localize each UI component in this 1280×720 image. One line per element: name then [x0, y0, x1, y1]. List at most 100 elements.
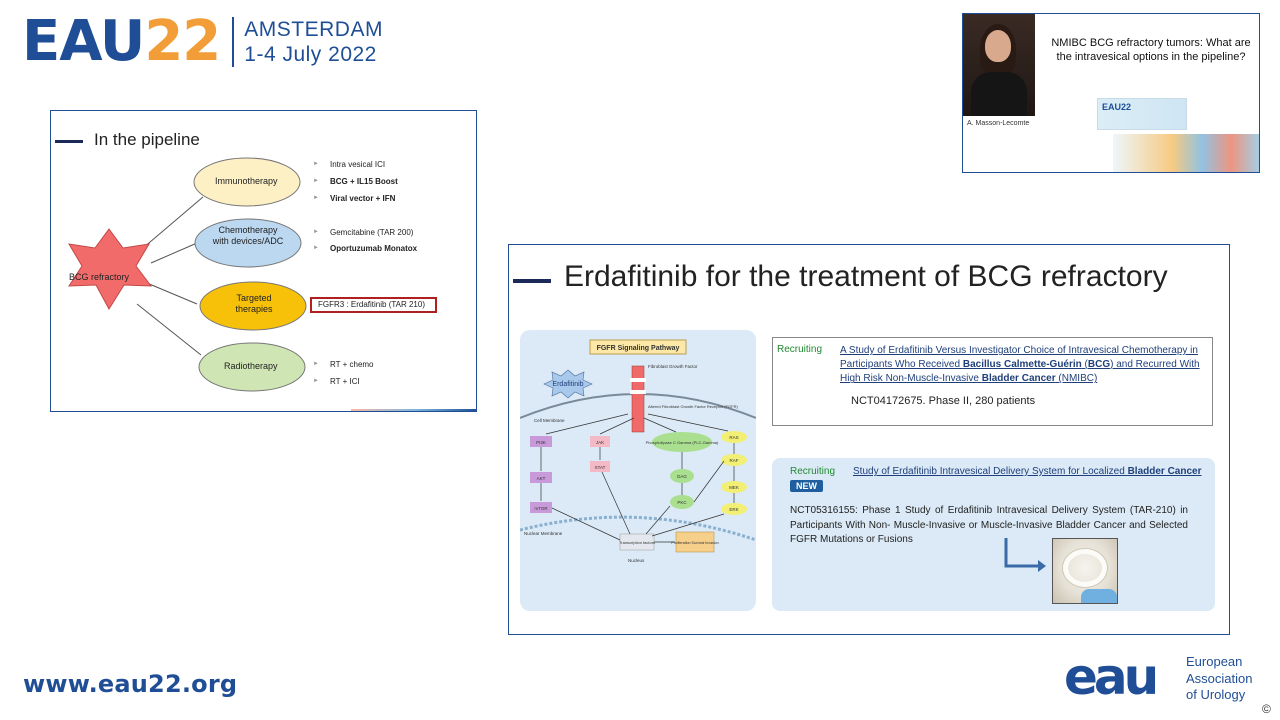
bullet-arrow-icon: ► — [313, 161, 319, 167]
thumbnail-slide-title: NMIBC BCG refractory tumors: What are th… — [1051, 37, 1251, 64]
chemo-item: Gemcitabine (TAR 200) — [330, 228, 414, 237]
bullet-arrow-icon: ► — [313, 361, 319, 367]
targeted-item-highlight: FGFR3 : Erdafitinib (TAR 210) — [310, 297, 437, 313]
jak-node — [590, 436, 610, 447]
proliferation-label: Proliferation Survival Invasion — [671, 541, 718, 545]
receptor-stripe — [630, 378, 646, 382]
trial-title-text: ( — [1081, 359, 1088, 371]
trial-nct-info: NCT04172675. Phase II, 280 patients — [851, 395, 1036, 407]
org-name-line: of Urology — [1186, 687, 1246, 702]
connector-targeted — [146, 282, 198, 305]
receptor-label: Altered Fibroblast Growth Factor Recepto… — [648, 404, 738, 409]
raf-node — [721, 454, 747, 466]
jak-label: JAK — [596, 440, 604, 445]
dag-label: DAG — [677, 474, 687, 479]
immuno-item: Viral vector + IFN — [330, 194, 396, 203]
trial-title-link[interactable]: Study of Erdafitinib Intravesical Delive… — [853, 466, 1201, 477]
eau-logo-text: eau — [1064, 652, 1156, 704]
proliferation-node — [675, 531, 715, 553]
mtor-label: mTOR — [534, 506, 548, 511]
targeted-therapies-ellipse — [199, 281, 307, 331]
erdafitinib-burst — [543, 369, 593, 399]
immunotherapy-ellipse — [193, 157, 301, 207]
new-badge: NEW — [790, 480, 823, 492]
thumbnail-illustration — [1113, 134, 1259, 172]
akt-label: AKT — [537, 476, 546, 481]
bcg-refractory-star — [68, 228, 153, 310]
pathway-title: FGFR Signaling Pathway — [597, 345, 680, 352]
radio-item: RT + ICI — [330, 377, 360, 386]
erdafitinib-label: Erdafitinib — [552, 381, 583, 388]
bullet-arrow-icon: ► — [313, 229, 319, 235]
raf-label: RAF — [730, 458, 739, 463]
nucleus-label: Nucleus — [628, 558, 645, 563]
title-dash — [55, 140, 83, 143]
category-chemotherapy: Chemotherapy with devices/ADC — [212, 225, 284, 247]
bullet-arrow-icon: ► — [313, 378, 319, 384]
category-immunotherapy: Immunotherapy — [215, 176, 278, 186]
pathway-arrows — [540, 413, 735, 543]
speaker-video-thumbnail[interactable]: A. Masson-Lecomte NMIBC BCG refractory t… — [962, 13, 1260, 173]
trial-title-link[interactable]: A Study of Erdafitinib Versus Investigat… — [840, 344, 1208, 387]
receptor-stripe — [630, 390, 646, 394]
logo-separator — [232, 17, 235, 67]
org-name-line: Association — [1186, 670, 1253, 686]
congress-city: AMSTERDAM — [244, 17, 383, 41]
speaker-body — [971, 72, 1027, 116]
org-name-line: European — [1186, 654, 1243, 669]
trial-title-bold: Bladder Cancer — [1127, 466, 1202, 477]
radiotherapy-ellipse — [198, 342, 306, 392]
akt-node — [530, 472, 552, 483]
eau-organization-logo: eau — [1064, 652, 1160, 704]
speaker-video-feed — [963, 14, 1035, 116]
dag-node — [670, 469, 694, 483]
website-url[interactable]: www.eau22.org — [23, 670, 238, 698]
trial-title-bold: Bladder Cancer — [981, 373, 1056, 385]
trial-title-bold: Bacillus Calmette-Guérin — [962, 359, 1082, 371]
chemotherapy-ellipse — [194, 218, 302, 268]
speaker-face — [985, 30, 1011, 62]
pipeline-slide-panel: In the pipeline BCG refractory Immunothe… — [50, 110, 477, 412]
bullet-arrow-icon: ► — [313, 195, 319, 201]
pi3k-label: PI3K — [536, 440, 546, 445]
immuno-item: BCG + IL15 Boost — [330, 177, 398, 186]
plc-gamma-label: Phospholipase C Gamma (PLC-Gamma) — [646, 440, 719, 445]
transcription-label: Transcription factors — [619, 540, 655, 545]
logo-eau-text: EAU — [22, 9, 145, 74]
stat-label: STAT — [595, 465, 606, 470]
thumbnail-logo-text: EAU22 — [1102, 102, 1132, 112]
bullet-arrow-icon: ► — [313, 245, 319, 251]
erdafitinib-slide-panel: Erdafitinib for the treatment of BCG ref… — [508, 244, 1230, 635]
trial-description: NCT05316155: Phase 1 Study of Erdafitini… — [790, 505, 1188, 545]
thumbnail-eau-logo: EAU22 — [1097, 98, 1187, 130]
trial-title-text: Study of Erdafitinib Intravesical Delive… — [853, 466, 1128, 477]
congress-dates: 1-4 July 2022 — [244, 43, 377, 66]
trial-card-nct04172675: Recruiting A Study of Erdafitinib Versus… — [772, 337, 1213, 426]
tar210-device-photo — [1052, 538, 1118, 604]
arrow-right-icon — [1004, 538, 1046, 572]
connector-immunotherapy — [142, 196, 204, 249]
pipeline-title: In the pipeline — [94, 130, 200, 149]
fgfr-pathway-diagram: FGFR Signaling Pathway Erdafitinib Fibro… — [520, 339, 756, 563]
cell-membrane-label: Cell Membrane — [534, 418, 565, 423]
speaker-name: A. Masson-Lecomte — [963, 116, 1035, 172]
ras-node — [721, 431, 747, 443]
pkc-label: PKC — [677, 500, 687, 505]
category-targeted: Targeted therapies — [235, 293, 273, 315]
eau-organization-name: European Association of Urology — [1186, 654, 1252, 704]
trial-title-text: (NMIBC) — [1055, 373, 1098, 385]
trial-status: Recruiting — [777, 344, 823, 355]
plc-gamma-node — [652, 432, 712, 452]
trial-status: Recruiting — [790, 466, 836, 477]
stat-node — [590, 461, 610, 472]
chemo-item: Oportuzumab Monatox — [330, 244, 418, 253]
decorative-strip — [351, 409, 476, 411]
mtor-node — [530, 502, 552, 513]
device-ring — [1063, 549, 1107, 587]
trial-card-nct05316155: Recruiting NEW Study of Erdafitinib Intr… — [772, 458, 1215, 611]
glove-tip — [1081, 589, 1117, 603]
trial-title-bold: BCG — [1087, 359, 1111, 371]
erk-node — [721, 503, 747, 515]
logo-year-text: 22 — [144, 9, 221, 74]
